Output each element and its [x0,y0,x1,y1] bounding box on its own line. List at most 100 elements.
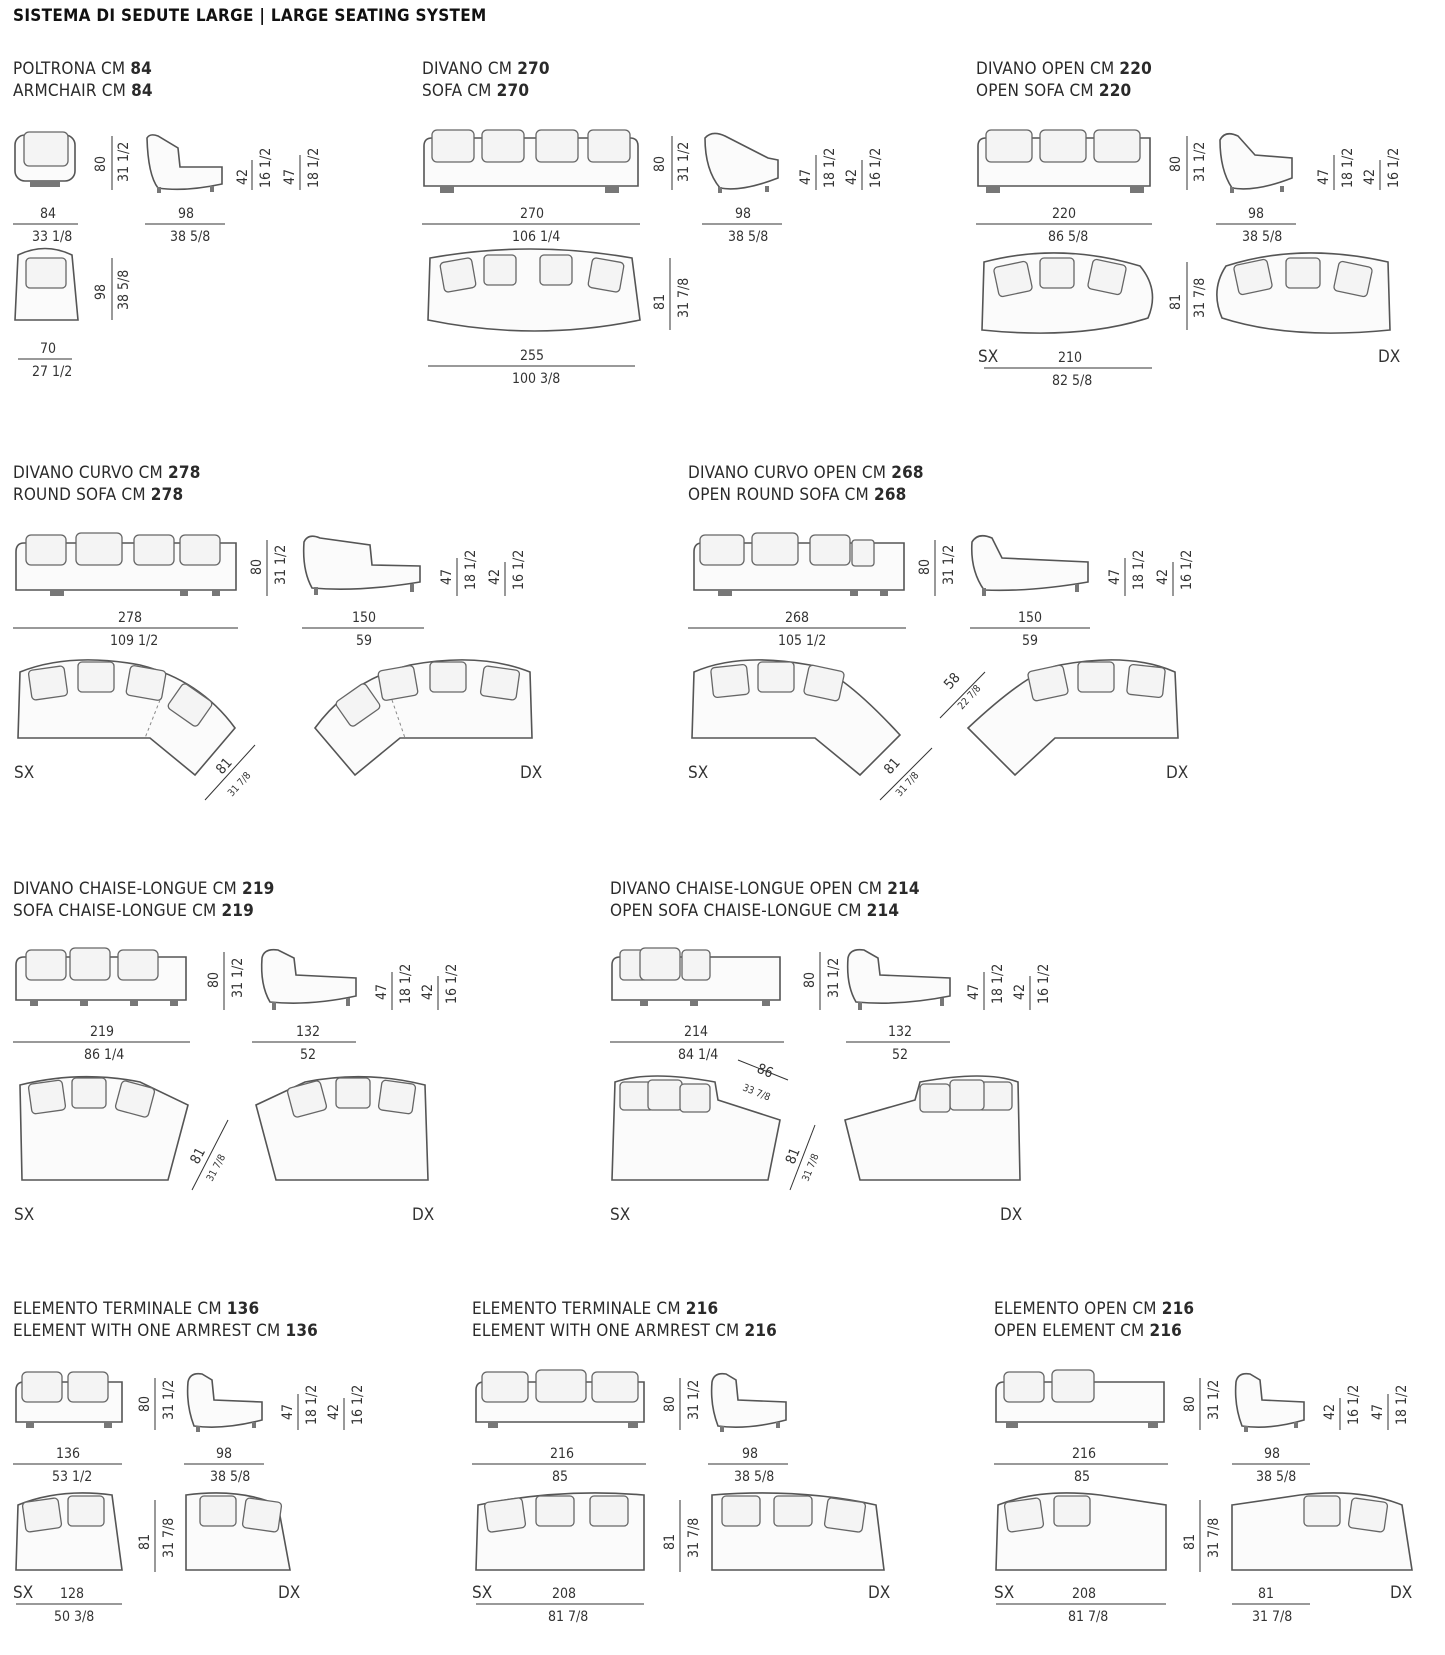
plan-depth-cm: 81 [1182,1534,1198,1550]
label-sx: SX [13,1583,33,1603]
plan-width-cm: 70 [40,341,56,357]
seat-height-cm: 42 [235,169,251,185]
side-depth-in: 38 5/8 [1242,229,1282,245]
side-view: 132 52 47 18 1/2 42 16 1/2 [252,948,460,1063]
plan-depth-cm: 81 [662,1534,678,1550]
front-view: 80 31 1/2 278 109 1/2 [13,532,289,649]
label-sx: SX [978,347,998,367]
side-depth-cm: 98 [1248,206,1264,222]
plan-depth-in: 31 7/8 [676,278,692,318]
plan-depth-in: 31 7/8 [161,1518,177,1558]
plan-width-in: 82 5/8 [1052,373,1092,389]
plan-width-cm: 128 [60,1586,84,1602]
section-heading: DIVANO CHAISE-LONGUE OPEN CM 214 OPEN SO… [610,879,920,921]
arm-height-in: 18 1/2 [1131,550,1147,590]
front-height-in: 31 1/2 [686,1380,702,1420]
label-dx: DX [1000,1205,1022,1225]
front-width-cm: 270 [520,206,544,222]
front-view: 80 31 1/2 219 86 1/4 [13,947,246,1063]
plan-width-cm: 208 [1072,1586,1096,1602]
front-height-cm: 80 [802,972,818,988]
section-heading: DIVANO CURVO OPEN CM 268 OPEN ROUND SOFA… [688,463,924,505]
side-depth-in: 38 5/8 [728,229,768,245]
front-height-in: 31 1/2 [230,958,246,998]
seat-height-in: 16 1/2 [258,148,274,188]
plan-width-in: 27 1/2 [32,364,72,380]
section-heading: DIVANO CURVO CM 278 ROUND SOFA CM 278 [13,463,201,505]
label-dx: DX [412,1205,434,1225]
seat-height-cm: 42 [1362,169,1378,185]
arm-height-cm: 47 [280,1404,296,1420]
front-width-in: 105 1/2 [778,633,826,649]
arm-height-cm: 47 [1370,1404,1386,1420]
seat-height-in: 16 1/2 [1179,550,1195,590]
side-depth-cm: 132 [888,1024,912,1040]
label-sx: SX [610,1205,630,1225]
label-dx: DX [520,763,542,783]
side-depth-in: 38 5/8 [734,1469,774,1485]
plan-width-cm: 255 [520,348,544,364]
side-view: 98 38 5/8 42 16 1/2 47 18 1/2 [1232,1372,1410,1485]
front-width-cm: 216 [550,1446,574,1462]
side-view: 150 59 47 18 1/2 42 16 1/2 [970,534,1195,649]
plan-depth-in: 38 5/8 [116,270,132,310]
side-view: 150 59 47 18 1/2 42 16 1/2 [302,535,527,649]
front-height-in: 31 1/2 [1206,1380,1222,1420]
divano-270-drawings: 80 31 1/2 270 106 1/4 98 38 5/8 47 18 1/… [422,129,884,387]
front-view: 80 31 1/2 216 85 [994,1369,1222,1485]
front-height-in: 31 1/2 [161,1380,177,1420]
front-width-cm: 216 [1072,1446,1096,1462]
label-dx: DX [1166,763,1188,783]
label-dx: DX [278,1583,300,1603]
front-width-cm: 84 [40,206,56,222]
side-depth-cm: 132 [296,1024,320,1040]
divano-open-220-drawings: 80 31 1/2 220 86 5/8 98 38 5/8 47 18 1/2… [976,129,1402,389]
plan-view-dx: DX [711,1492,890,1603]
side-depth-cm: 98 [1264,1446,1280,1462]
label-sx: SX [994,1583,1014,1603]
front-height-in: 31 1/2 [676,142,692,182]
section-heading: POLTRONA CM 84 ARMCHAIR CM 84 [13,59,153,101]
label-sx: SX [14,1205,34,1225]
plan-width-in: 81 7/8 [1068,1609,1108,1625]
arm-height-cm: 47 [1107,569,1123,585]
plan-depth-cm: 81 [213,755,236,778]
side-depth-cm: 98 [735,206,751,222]
front-height-cm: 80 [137,1396,153,1412]
plan-view-sx: 81 31 7/8 SX [14,1075,229,1225]
side-view: 98 38 5/8 47 18 1/2 42 16 1/2 [1216,132,1402,245]
plan-depth-in: 31 7/8 [686,1518,702,1558]
plan-view-sx: 81 31 7/8 SX [688,659,933,801]
label-dx: DX [1378,347,1400,367]
front-width-cm: 268 [785,610,809,626]
arm-height-in: 18 1/2 [1340,148,1356,188]
side-depth-in: 38 5/8 [210,1469,250,1485]
front-height-cm: 80 [1168,156,1184,172]
arm-height-in: 18 1/2 [306,148,322,188]
front-height-in: 31 1/2 [116,142,132,182]
side-depth-cm: 150 [1018,610,1042,626]
chaise-open-214-drawings: 80 31 1/2 214 84 1/4 132 52 47 18 1/2 42… [610,947,1052,1225]
plan-depth-cm: 81 [881,755,904,778]
side-view: 98 38 5/8 [708,1372,788,1485]
front-height-cm: 80 [93,156,109,172]
front-width-in: 53 1/2 [52,1469,92,1485]
seat-height-cm: 42 [1012,984,1028,1000]
seat-height-in: 16 1/2 [511,550,527,590]
plan-width2-cm: 81 [1258,1586,1274,1602]
curvo-278-drawings: 80 31 1/2 278 109 1/2 150 59 47 18 1/2 4… [13,532,542,801]
plan-view-dx: DX [255,1075,434,1225]
side-depth-in: 52 [300,1047,316,1063]
plan-view-dx: DX [313,659,542,783]
label-sx: SX [688,763,708,783]
poltrona-drawings: 80 31 1/2 84 33 1/8 98 38 5/8 42 16 1/2 … [13,131,322,380]
terminale-136-drawings: 80 31 1/2 136 53 1/2 98 38 5/8 47 18 1/2… [13,1371,366,1625]
side-view: 132 52 47 18 1/2 42 16 1/2 [846,948,1052,1063]
plan-depth-in: 31 7/8 [1192,278,1208,318]
front-width-cm: 219 [90,1024,114,1040]
front-view: 80 31 1/2 216 85 [472,1369,702,1485]
arm-height-in: 18 1/2 [1394,1385,1410,1425]
plan-depth-cm: 81 [652,294,668,310]
plan-width-in: 81 7/8 [548,1609,588,1625]
plan-depth-cm: 81 [1168,294,1184,310]
